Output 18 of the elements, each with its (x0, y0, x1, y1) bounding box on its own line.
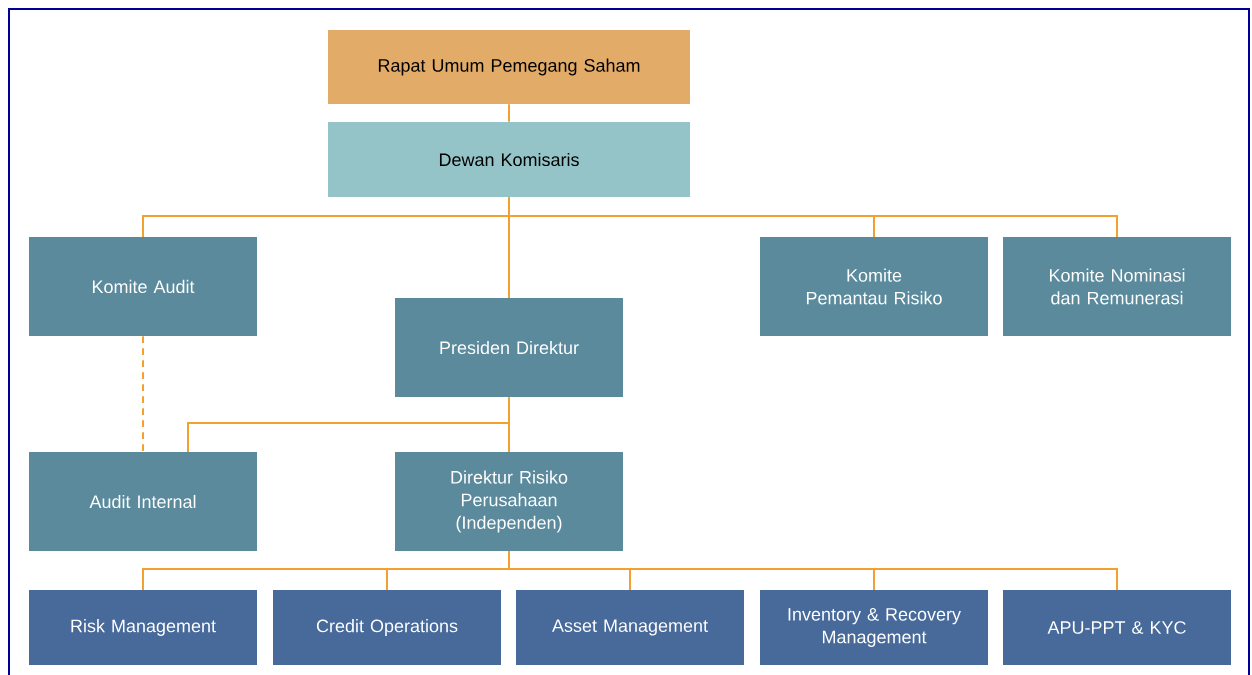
org-box: Komite Nominasi dan Remunerasi (1003, 237, 1231, 336)
org-box: Audit Internal (29, 452, 257, 551)
connector-line (508, 396, 510, 453)
org-box: Credit Operations (273, 590, 501, 665)
org-box: Direktur Risiko Perusahaan (Independen) (395, 452, 623, 551)
org-box: Asset Management (516, 590, 744, 665)
org-box: APU-PPT & KYC (1003, 590, 1231, 665)
org-box: Dewan Komisaris (328, 122, 690, 197)
org-box: Rapat Umum Pemegang Saham (328, 30, 690, 104)
connector-line (508, 196, 1118, 238)
org-box: Inventory & Recovery Management (760, 590, 988, 665)
org-box: Komite Audit (29, 237, 257, 336)
connector-line (508, 550, 1118, 591)
org-box: Risk Management (29, 590, 257, 665)
connector-line (142, 335, 144, 453)
org-box: Komite Pemantau Risiko (760, 237, 988, 336)
org-box: Presiden Direktur (395, 298, 623, 397)
connector-line (508, 103, 510, 123)
